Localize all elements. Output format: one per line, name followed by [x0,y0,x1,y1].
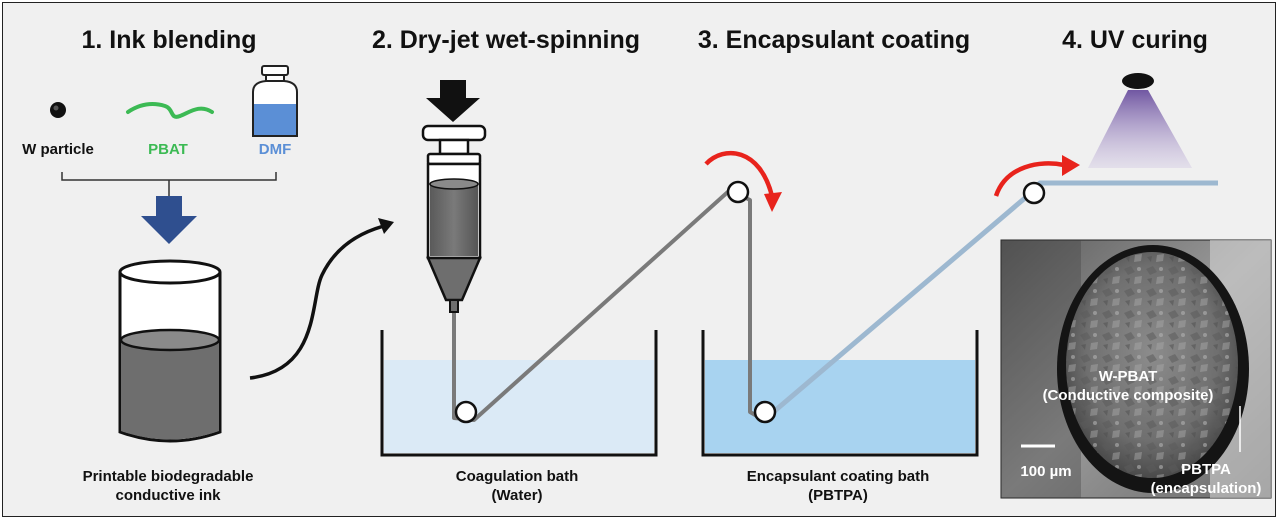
coagulation-bath-label: Coagulation bath [456,468,579,485]
coating-bath-sublabel: (PBTPA) [808,487,868,504]
ink-beaker-icon [118,259,222,443]
sem-core-sublabel: (Conductive composite) [1043,387,1214,404]
coagulation-bath-container [380,330,658,457]
coagulation-bath-sublabel: (Water) [491,487,542,504]
coagulation-water [384,360,654,453]
coating-bath-liquid [705,360,975,453]
coating-bath-container [701,330,979,457]
roller-uv [1022,181,1046,205]
coating-bath-label: Encapsulant coating bath [747,468,930,485]
dmf-bottle-icon [252,65,298,137]
sem-image [1000,239,1272,499]
blend-arrow-icon [141,196,197,244]
transfer-arrow [249,224,385,380]
sem-core-label: W-PBAT [1099,368,1158,385]
sem-shell-sublabel: (encapsulation) [1151,480,1262,497]
ink-caption-line2: conductive ink [115,487,221,504]
roller-coagulation [454,400,478,424]
direction-arrowhead-2 [1062,155,1080,176]
w-particle-label: W particle [22,141,94,158]
pbat-label: PBAT [148,141,188,158]
step-1-title: 1. Ink blending [81,26,256,54]
transfer-arrowhead [378,218,394,234]
sem-scale-label: 100 µm [1020,463,1071,480]
uv-lamp-icon [1088,73,1192,168]
step-4-title: 4. UV curing [1062,26,1208,54]
direction-arrow-1 [704,150,775,197]
roller-coating [753,400,777,424]
sem-shell-label: PBTPA [1181,461,1231,478]
plunger-push-arrow [426,80,480,122]
step-2-title: 2. Dry-jet wet-spinning [372,26,640,54]
direction-arrow-2 [993,161,1065,197]
syringe-icon [421,80,487,313]
pbat-strand-icon [126,102,214,119]
ink-caption-line1: Printable biodegradable [83,468,254,485]
ingredient-bracket [61,172,277,196]
w-particle-icon [50,102,66,118]
direction-arrowhead-1 [764,192,782,212]
roller-top-transfer [726,180,750,204]
dmf-label: DMF [259,141,292,158]
step-3-title: 3. Encapsulant coating [698,26,970,54]
